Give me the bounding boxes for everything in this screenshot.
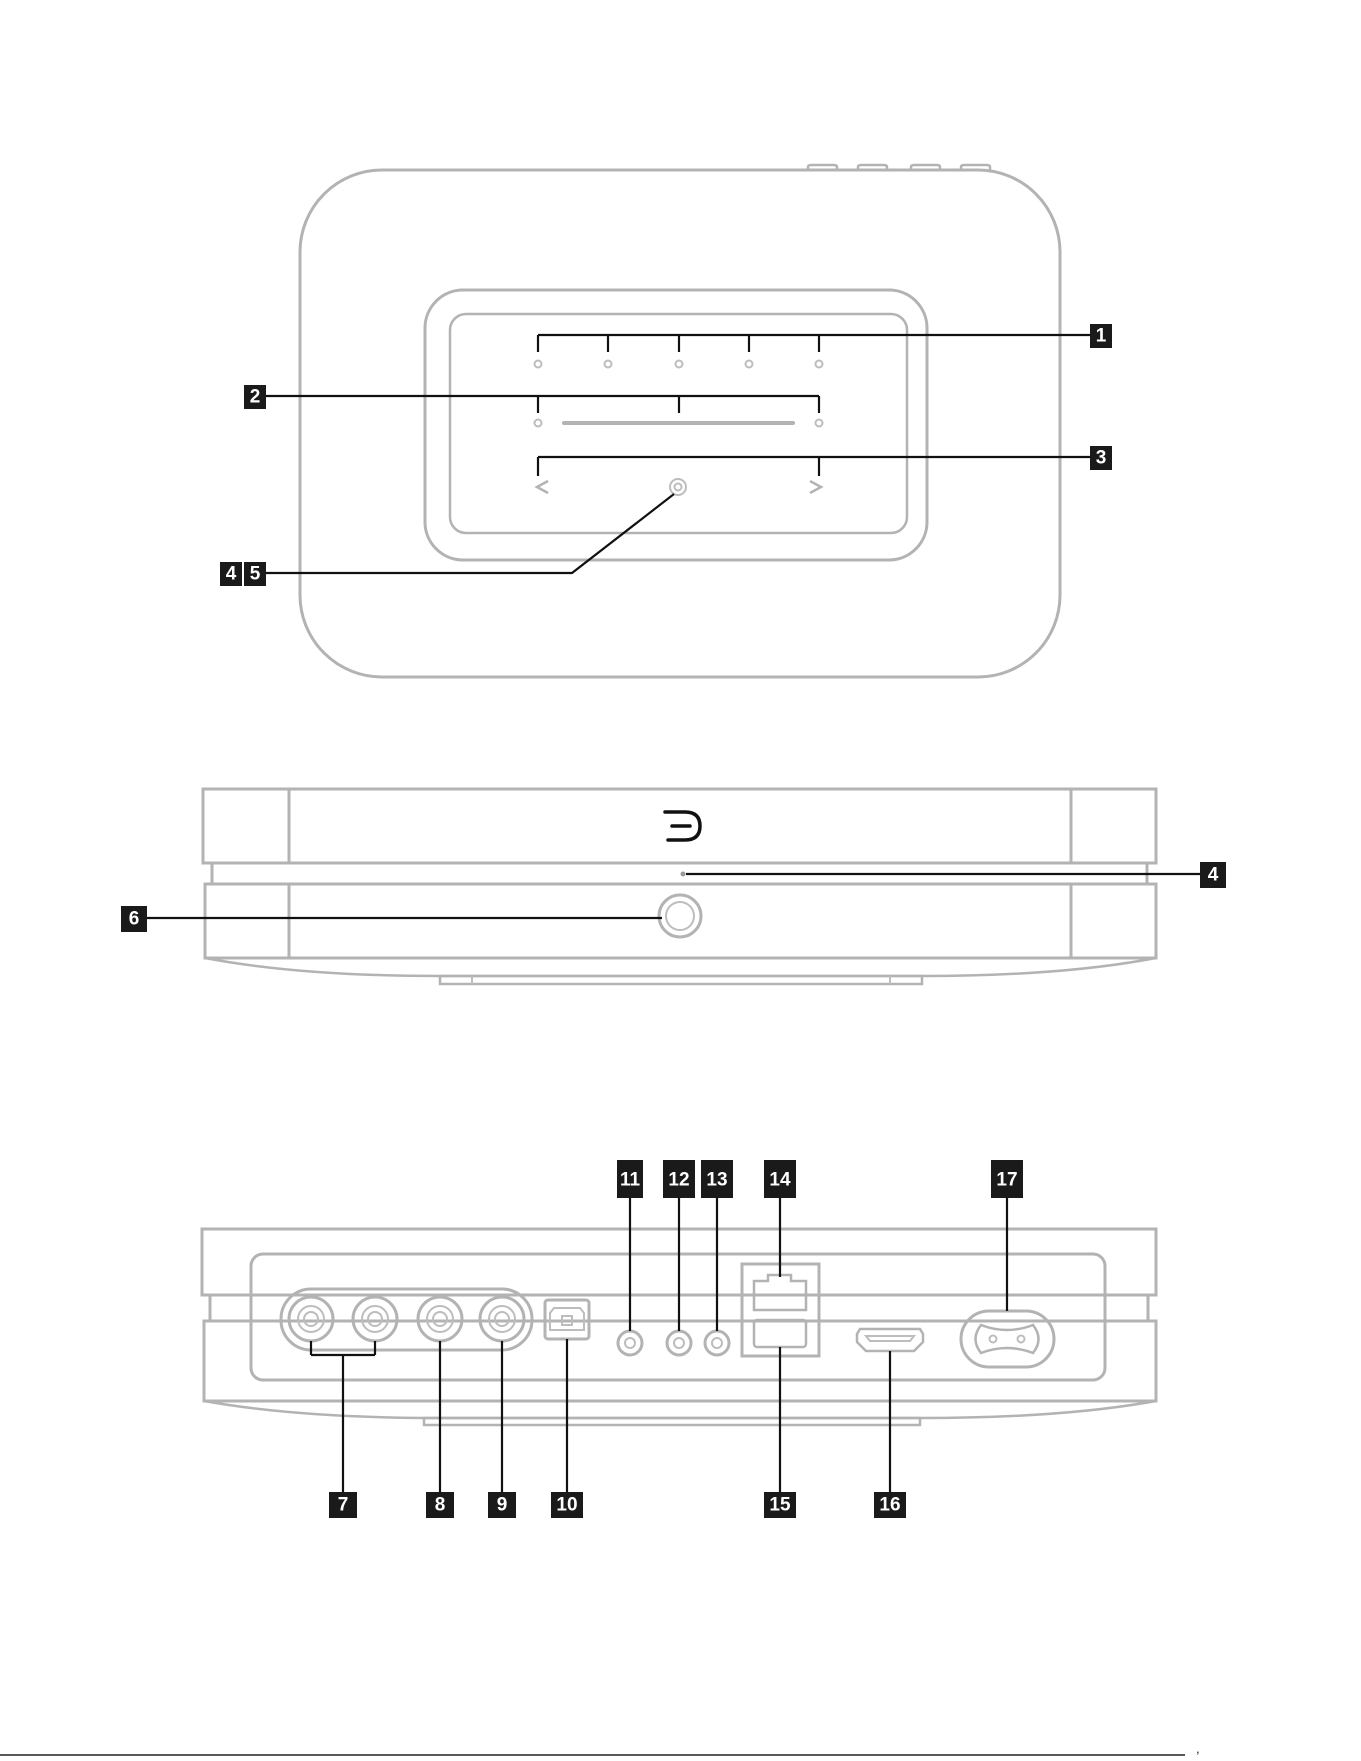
hdmi-port: [857, 1329, 923, 1351]
svg-text:8: 8: [435, 1495, 446, 1516]
svg-text:3: 3: [1096, 448, 1107, 469]
play-pause-button-center: [675, 484, 682, 491]
callout-badge-3: 3: [1090, 446, 1112, 470]
svg-text:10: 10: [556, 1495, 577, 1516]
rear-base-taper: [204, 1401, 1156, 1418]
rca-jack: [289, 1297, 333, 1341]
callout-badge-7: 7: [329, 1492, 357, 1518]
callout-badge-2: 2: [244, 385, 266, 409]
svg-text:1: 1: [1096, 326, 1107, 347]
leader-line-1: [538, 335, 1090, 352]
svg-text:11: 11: [620, 1170, 641, 1191]
svg-text:9: 9: [497, 1495, 508, 1516]
svg-text:14: 14: [769, 1170, 791, 1191]
headphone-jack-inner: [666, 902, 694, 930]
audio-jack: [618, 1331, 642, 1355]
leader-line-7: [311, 1341, 375, 1502]
svg-text:2: 2: [250, 387, 261, 408]
callout-badge-4: 4: [220, 562, 242, 586]
audio-jack: [705, 1331, 729, 1355]
next-icon: [810, 481, 821, 493]
rca-jack: [480, 1297, 524, 1341]
rear-lower-body: [204, 1321, 1156, 1401]
callout-badge-5: 5: [244, 562, 266, 586]
svg-text:15: 15: [769, 1495, 791, 1516]
preset-led: [535, 361, 542, 368]
svg-text:16: 16: [879, 1495, 900, 1516]
callout-badge-4-front: 4: [1200, 862, 1226, 888]
play-pause-button-ring: [670, 479, 686, 495]
callout-badge-8: 8: [426, 1492, 454, 1518]
callout-badge-10: 10: [551, 1492, 583, 1518]
svg-text:4: 4: [1208, 865, 1219, 886]
front-base-taper: [205, 958, 1156, 976]
svg-text:17: 17: [996, 1170, 1017, 1191]
callout-badge-16: 16: [874, 1492, 906, 1518]
svg-text:6: 6: [129, 909, 140, 930]
svg-text:13: 13: [706, 1170, 727, 1191]
callout-badge-9: 9: [488, 1492, 516, 1518]
svg-text:4: 4: [226, 564, 237, 585]
leader-line-3: [538, 457, 1090, 476]
callout-badge-14: 14: [764, 1160, 796, 1198]
preset-led: [746, 361, 753, 368]
rear-view: [202, 1198, 1156, 1502]
callout-badge-17: 17: [991, 1160, 1023, 1198]
rear-foot: [424, 1418, 920, 1425]
callout-badge-12: 12: [663, 1160, 695, 1198]
callout-badge-6: 6: [121, 906, 147, 932]
preset-led: [816, 361, 823, 368]
volume-led: [535, 420, 542, 427]
front-status-led: [681, 872, 686, 877]
svg-text:5: 5: [250, 564, 261, 585]
front-foot: [440, 976, 922, 984]
ethernet-port: [754, 1275, 806, 1310]
audio-jack: [667, 1331, 691, 1355]
previous-icon: [537, 481, 548, 493]
callout-badge-13: 13: [701, 1160, 733, 1198]
preset-led: [676, 361, 683, 368]
volume-led: [816, 420, 823, 427]
power-inlet: [961, 1311, 1054, 1367]
front-view: [145, 789, 1200, 984]
callout-badge-11: 11: [617, 1160, 643, 1198]
top-view: [266, 165, 1090, 677]
callout-badge-15: 15: [764, 1492, 796, 1518]
page-number: ,: [1196, 1741, 1200, 1756]
svg-text:7: 7: [338, 1495, 349, 1516]
leader-line-2: [266, 396, 819, 413]
svg-text:12: 12: [668, 1170, 689, 1191]
bluesound-logo-icon: [665, 812, 700, 840]
preset-led: [605, 361, 612, 368]
rca-jack: [418, 1297, 462, 1341]
rca-jack: [353, 1297, 397, 1341]
callout-badge-1: 1: [1090, 324, 1112, 348]
usb-port: [754, 1320, 806, 1347]
